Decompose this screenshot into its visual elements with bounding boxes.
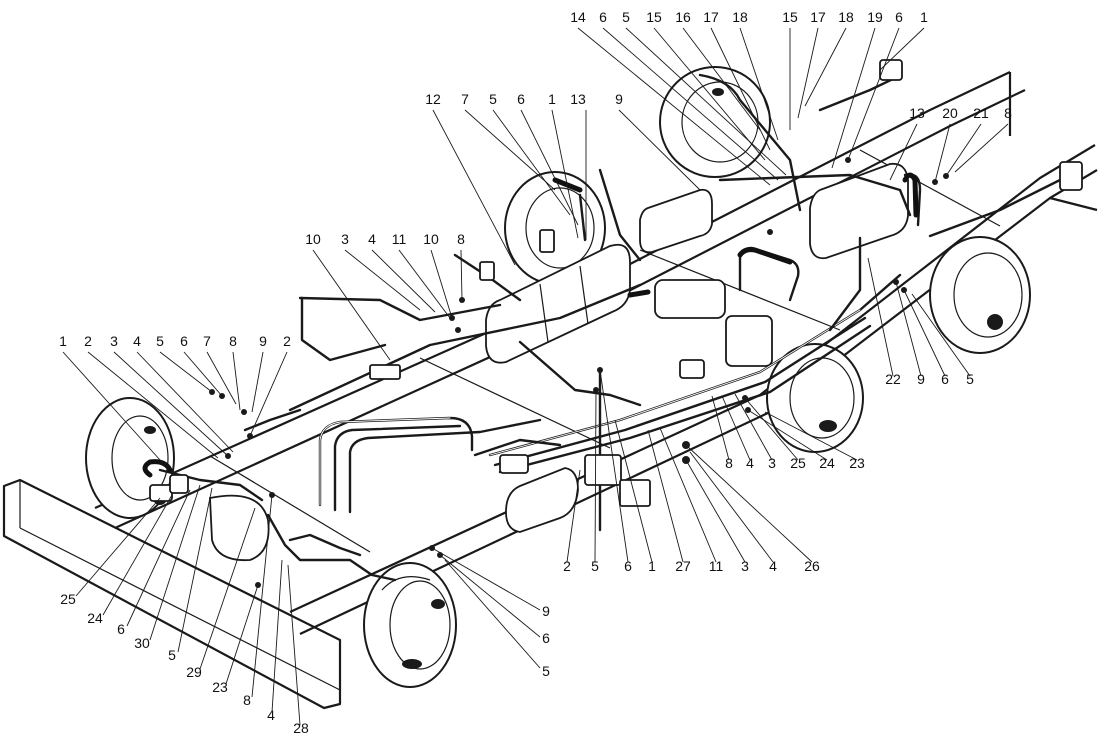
callout-number: 26 [804,558,820,574]
callout-number: 18 [838,9,854,25]
callout-number: 15 [646,9,662,25]
callout-number: 10 [423,231,439,247]
callout-number: 6 [180,333,188,349]
callout-number: 17 [810,9,826,25]
callout-number: 4 [133,333,141,349]
callout-number: 27 [675,558,691,574]
callout-number: 23 [849,455,865,471]
callout-number: 24 [819,455,835,471]
callout-number: 28 [293,720,309,736]
callout-number: 1 [59,333,67,349]
callout-number: 12 [425,91,441,107]
callout-number: 11 [392,231,407,247]
callout-number: 6 [941,371,949,387]
rear-axle-right-wheels [766,236,1031,453]
callout-number: 25 [790,455,806,471]
callout-number: 14 [570,9,586,25]
callout-number: 21 [973,105,989,121]
callout-number: 7 [203,333,211,349]
callout-number: 8 [243,692,251,708]
callout-number: 3 [341,231,349,247]
air-reservoirs [209,162,909,562]
callout-number: 11 [709,558,724,574]
callout-number: 6 [624,558,632,574]
callout-number: 6 [895,9,903,25]
callout-number: 22 [885,371,901,387]
callout-number: 18 [732,9,748,25]
callout-number: 6 [517,91,525,107]
callout-number: 9 [917,371,925,387]
callout-number: 6 [599,9,607,25]
callout-number: 13 [909,105,925,121]
callout-number: 8 [229,333,237,349]
callout-number: 1 [548,91,556,107]
callout-number: 8 [457,231,465,247]
callout-number: 4 [746,455,754,471]
callout-number: 4 [368,231,376,247]
callout-number: 24 [87,610,103,626]
callout-number: 6 [542,630,550,646]
callout-number: 29 [186,664,202,680]
callout-number: 5 [591,558,599,574]
callout-number: 5 [168,647,176,663]
callout-number: 23 [212,679,228,695]
callout-number: 10 [305,231,321,247]
callout-number: 2 [283,333,291,349]
callout-number: 25 [60,591,76,607]
callout-number: 5 [966,371,974,387]
callout-number: 3 [110,333,118,349]
callout-number: 30 [134,635,150,651]
callout-number: 3 [741,558,749,574]
callout-number: 2 [563,558,571,574]
callout-number: 6 [117,621,125,637]
callout-number: 4 [769,558,777,574]
callout-number: 9 [259,333,267,349]
callout-number: 5 [542,663,550,679]
chassis-frame [2,71,1098,710]
callout-leaders [62,27,1009,726]
callout-number: 5 [489,91,497,107]
callout-number: 7 [461,91,469,107]
callout-number: 1 [648,558,656,574]
callout-number: 20 [942,105,958,121]
callout-number: 13 [570,91,586,107]
callout-number: 9 [542,603,550,619]
front-right-wheel-brake [363,562,457,688]
callout-number: 3 [768,455,776,471]
callout-number: 19 [867,9,883,25]
brake-air-lines [158,73,1062,582]
callout-number: 8 [1004,105,1012,121]
callout-number: 1 [920,9,928,25]
callout-number: 5 [622,9,630,25]
callout-number: 8 [725,455,733,471]
callout-number: 16 [675,9,691,25]
callout-number: 5 [156,333,164,349]
callout-number: 4 [267,707,275,723]
callout-number: 15 [782,9,798,25]
valves-and-fittings [149,59,1083,507]
callout-number: 2 [84,333,92,349]
callout-number: 9 [615,91,623,107]
callout-number: 17 [703,9,719,25]
